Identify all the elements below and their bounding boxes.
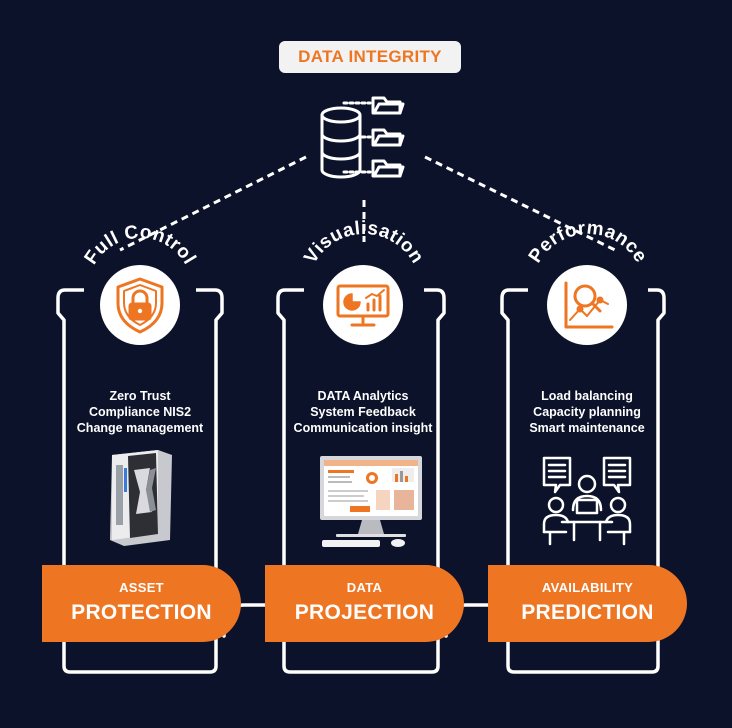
pill-asset-protection: ASSET PROTECTION — [42, 565, 241, 642]
pill-availability-prediction: AVAILABILITY PREDICTION — [488, 565, 687, 642]
pill-big-label: PROJECTION — [294, 601, 435, 624]
pill-small-label: ASSET — [119, 580, 164, 595]
feature-list-visualisation: DATA Analytics System Feedback Communica… — [253, 388, 473, 436]
column-heading-full-control: Full Control — [81, 222, 200, 269]
feature-item: Compliance NIS2 — [88, 405, 192, 419]
analytics-magnifier-icon — [564, 281, 614, 329]
pill-small-label: DATA — [346, 580, 383, 595]
team-meeting-icon — [542, 456, 632, 546]
presentation-chart-icon — [336, 284, 390, 327]
feature-list-full-control: Zero Trust Compliance NIS2 Change manage… — [30, 388, 250, 436]
feature-item: DATA Analytics — [317, 389, 409, 403]
column-heading-visualisation: Visualisation — [300, 218, 427, 267]
title-badge: DATA INTEGRITY — [279, 41, 461, 73]
database-folders-icon — [320, 96, 405, 179]
feature-item: Communication insight — [293, 421, 433, 435]
monitor-dashboard-image — [320, 456, 422, 547]
feature-list-performance: Load balancing Capacity planning Smart m… — [477, 388, 697, 436]
feature-item: Smart maintenance — [529, 421, 645, 435]
feature-item: System Feedback — [310, 405, 416, 419]
icon-circles — [100, 265, 627, 345]
feature-item: Capacity planning — [533, 405, 641, 419]
dashed-connectors — [119, 155, 616, 252]
pill-data-projection: DATA PROJECTION — [265, 565, 464, 642]
shield-lock-icon — [116, 277, 164, 334]
column-frames — [56, 288, 666, 674]
page-title: DATA INTEGRITY — [298, 47, 442, 66]
feature-item: Zero Trust — [109, 389, 171, 403]
pill-big-label: PROTECTION — [71, 601, 212, 624]
server-appliance-image — [110, 450, 172, 546]
pill-big-label: PREDICTION — [521, 601, 654, 624]
feature-item: Change management — [76, 421, 204, 435]
column-heading-performance: Performance — [525, 217, 651, 266]
feature-item: Load balancing — [541, 389, 633, 403]
pill-small-label: AVAILABILITY — [541, 580, 634, 595]
